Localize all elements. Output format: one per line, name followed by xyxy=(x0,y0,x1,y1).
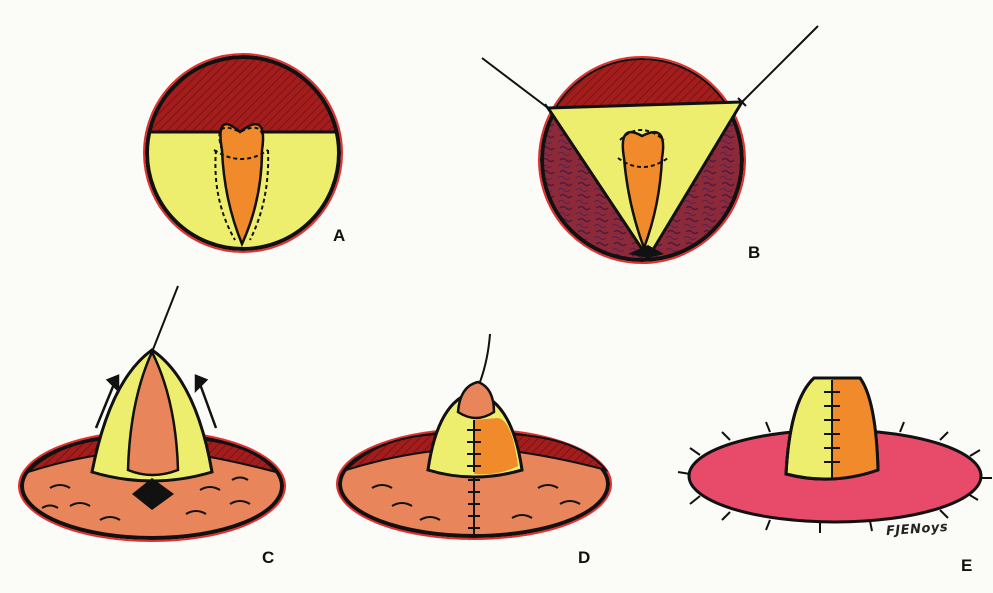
panel-label-c: C xyxy=(262,548,275,568)
panel-label-e: E xyxy=(961,556,973,576)
panel-b-drawing xyxy=(482,26,818,263)
panel-d-drawing xyxy=(337,334,611,539)
panel-a-drawing xyxy=(140,50,350,262)
panel-c-drawing xyxy=(19,286,285,541)
panel-label-a: A xyxy=(333,226,346,246)
panel-label-d: D xyxy=(578,548,591,568)
panel-e-drawing xyxy=(678,378,992,533)
panel-label-b: B xyxy=(748,243,761,263)
